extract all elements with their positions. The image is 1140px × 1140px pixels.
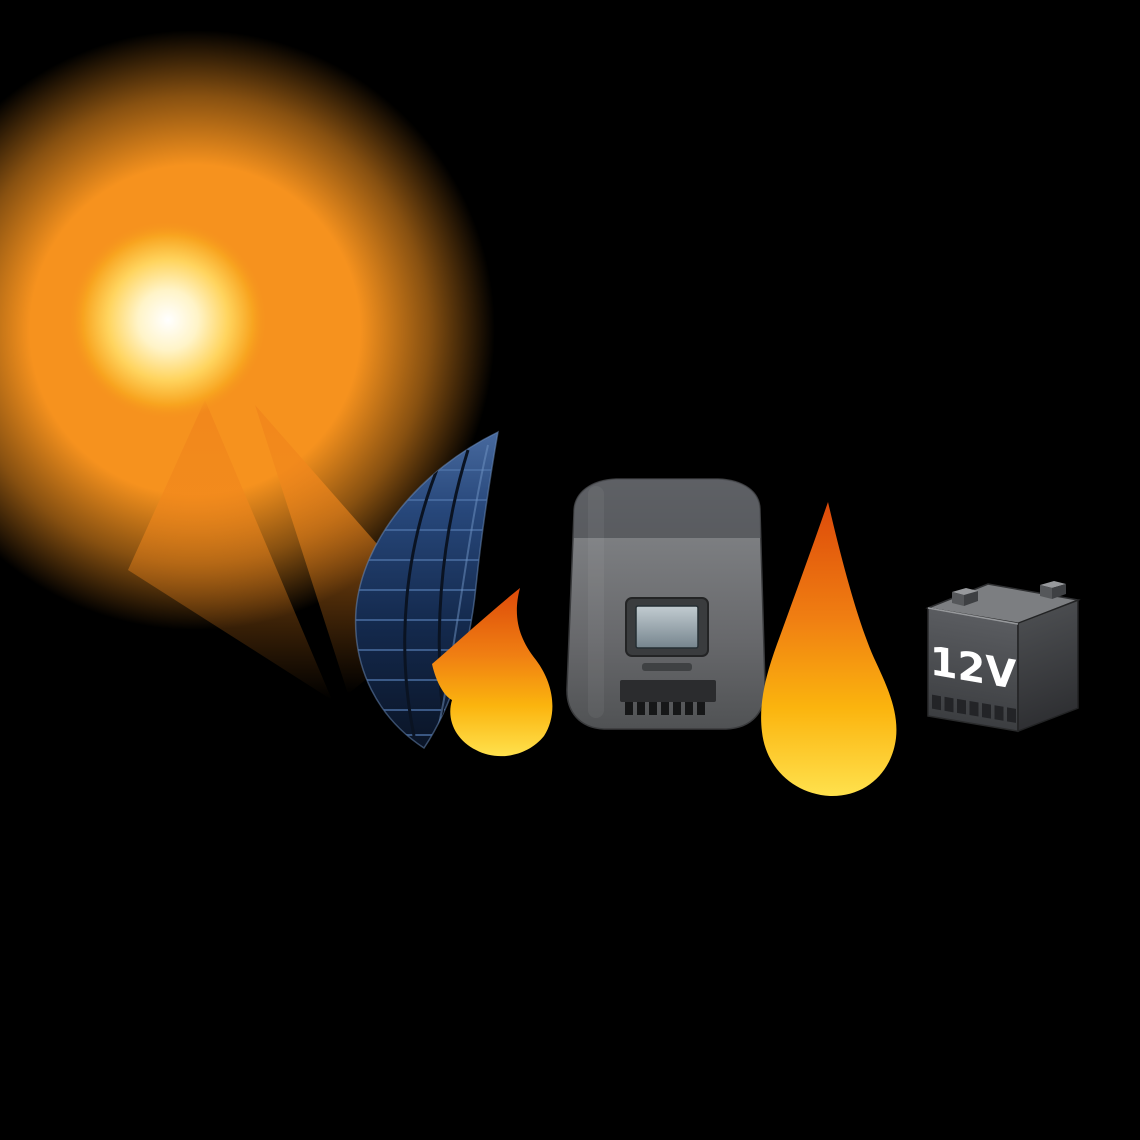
terminal-top xyxy=(952,588,978,595)
battery-rib xyxy=(982,703,991,719)
terminal-pin xyxy=(685,702,693,715)
battery-rib xyxy=(957,698,966,715)
charge-controller-icon xyxy=(566,478,766,730)
battery-rib xyxy=(1007,707,1016,723)
battery-side-panel xyxy=(1017,599,1079,733)
panel-column-gap xyxy=(437,449,470,741)
battery-rib xyxy=(944,696,954,713)
panel-column-gap xyxy=(403,461,442,737)
battery-rib-strip xyxy=(932,694,1016,723)
controller-terminal-pins xyxy=(625,702,705,715)
terminal-pin xyxy=(637,702,645,715)
sun-ray xyxy=(128,400,332,700)
terminal-front xyxy=(952,592,964,606)
terminal-pin xyxy=(625,702,633,715)
terminal-side xyxy=(964,591,978,606)
controller-top-cap xyxy=(573,479,761,538)
battery-rib xyxy=(994,705,1004,721)
terminal-pin xyxy=(673,702,681,715)
battery-rib xyxy=(932,694,941,711)
terminal-side xyxy=(1052,584,1066,599)
battery-front-face: 12V xyxy=(927,607,1019,733)
energy-arrow-panel-to-controller-icon xyxy=(432,588,553,757)
terminal-top xyxy=(1040,581,1066,588)
terminal-pin xyxy=(649,702,657,715)
terminal-pin xyxy=(697,702,705,715)
panel-sheen xyxy=(435,444,489,739)
controller-button-slot xyxy=(642,663,692,671)
battery-terminal-positive xyxy=(1040,581,1066,599)
controller-highlight xyxy=(588,486,604,718)
battery-rib xyxy=(969,701,979,717)
sun-disc xyxy=(68,220,268,420)
battery-icon: 12V xyxy=(925,581,1081,733)
controller-terminal-block xyxy=(620,680,716,702)
battery-top-edge-highlight xyxy=(927,607,1019,625)
controller-display-screen xyxy=(635,605,699,649)
battery-terminal-negative xyxy=(952,588,978,606)
terminal-front xyxy=(1040,585,1052,599)
energy-arrow-controller-to-battery-icon xyxy=(761,502,897,797)
battery-side-face xyxy=(1017,599,1079,733)
terminal-pin xyxy=(661,702,669,715)
